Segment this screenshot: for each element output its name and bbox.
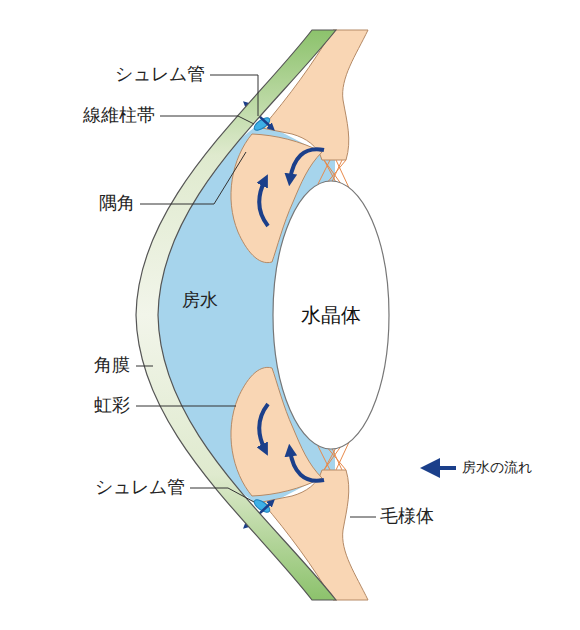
part-label: 角膜 xyxy=(94,354,130,376)
legend-entry: 房水の流れ xyxy=(462,459,532,477)
part-label: 線維柱帯 xyxy=(83,104,155,126)
part-label: シュレム管 xyxy=(115,63,205,85)
legend-text: 房水の流れ xyxy=(462,459,532,477)
part-label: 虹彩 xyxy=(94,394,130,416)
lens: 水晶体 xyxy=(272,180,390,450)
legend-arrow xyxy=(430,466,456,470)
lens-label: 水晶体 xyxy=(301,302,361,329)
lens-shape xyxy=(273,181,389,449)
part-label: 毛様体 xyxy=(380,505,434,527)
part-label: 隅角 xyxy=(99,192,135,214)
region-label: 房水 xyxy=(182,289,218,311)
part-label: シュレム管 xyxy=(95,476,185,498)
